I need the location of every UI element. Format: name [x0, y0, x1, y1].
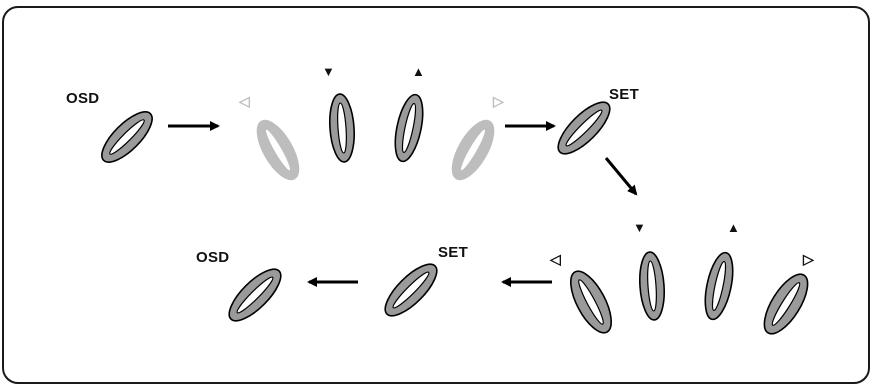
osd-button-start — [101, 111, 153, 163]
down-arrow-glyph-2: ▼ — [633, 220, 647, 235]
left-arrow-glyph: ◁ — [550, 251, 562, 267]
osd-button-end — [228, 268, 282, 322]
down-button-2 — [638, 251, 666, 321]
right-button-faded — [451, 119, 495, 181]
set-label-bottom: SET — [438, 244, 469, 261]
right-arrow-glyph-faded: ▷ — [493, 93, 505, 109]
up-button — [394, 93, 424, 163]
arrow-set-down — [604, 157, 638, 196]
down-arrow-glyph: ▼ — [322, 64, 336, 79]
left-button-faded — [256, 119, 300, 181]
set-label-top: SET — [609, 86, 640, 103]
up-arrow-glyph-2: ▲ — [727, 220, 741, 235]
set-button-top — [557, 101, 611, 155]
diagram-frame — [2, 6, 870, 384]
up-button-2 — [704, 251, 734, 321]
left-arrow-glyph-faded: ◁ — [239, 93, 251, 109]
set-button-bottom — [384, 263, 438, 317]
osd-label-end: OSD — [196, 249, 230, 266]
left-button — [570, 270, 612, 334]
down-button — [328, 93, 356, 163]
up-arrow-glyph: ▲ — [412, 64, 426, 79]
right-button — [763, 273, 809, 335]
right-arrow-glyph: ▷ — [803, 251, 815, 267]
osd-label-start: OSD — [66, 90, 100, 107]
